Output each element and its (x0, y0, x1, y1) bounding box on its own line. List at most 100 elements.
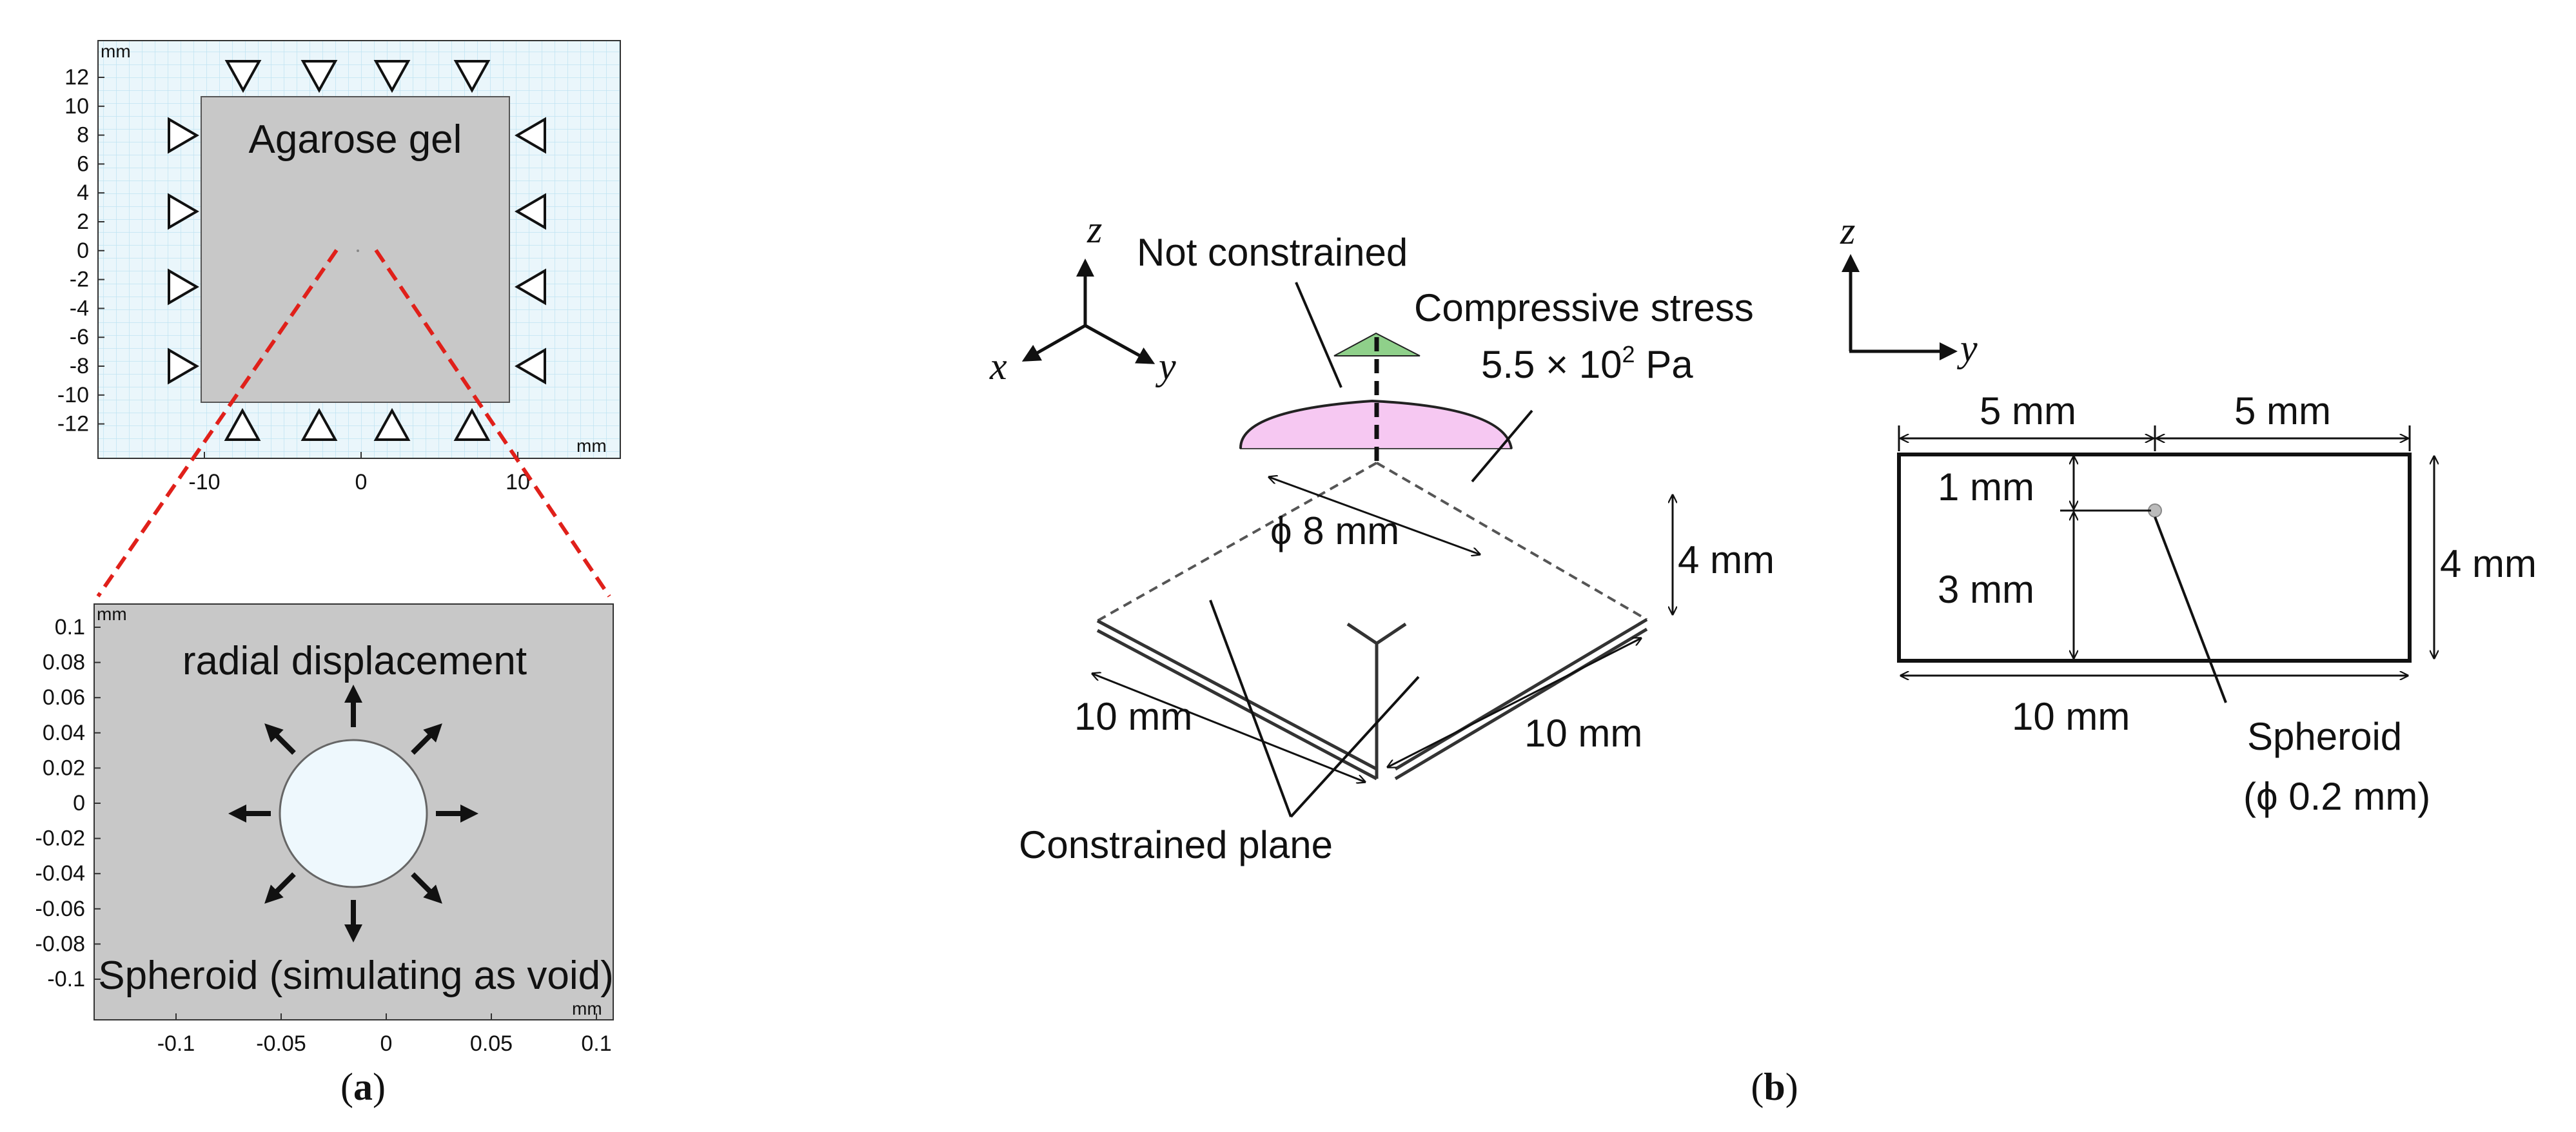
phi-8mm-label: ϕ 8 mm (1270, 509, 1399, 552)
load-area-edge (1239, 399, 1513, 449)
arrow-down-left (264, 872, 296, 904)
triangle-left-1 (168, 117, 199, 154)
triangle-bottom-4 (453, 407, 491, 441)
dimension-arrows-2d (1898, 425, 2434, 676)
triangle-bottom-2 (300, 407, 338, 441)
spheroid-void (279, 739, 428, 888)
dim-phi8 (1269, 477, 1480, 554)
axes-3d (1021, 259, 1155, 364)
y-tick-label: -0.02 (35, 826, 86, 851)
agarose-gel-block (201, 96, 510, 403)
axis-2d-z-label: z (1840, 210, 1855, 252)
spheroid-void-label: Spheroid (simulating as void) (98, 953, 614, 998)
plate-edge-top-right (1375, 462, 1648, 621)
bottom-unit-bottom: mm (572, 999, 602, 1019)
width-10mm-right-label: 10 mm (1524, 712, 1642, 755)
x-tick-label: -0.1 (157, 1031, 195, 1056)
triangle-top-2 (300, 60, 338, 93)
spheroid-point (357, 249, 359, 252)
triangle-right-3 (515, 268, 546, 306)
y-tick-label: -0.1 (47, 967, 85, 991)
y-tick-label: 6 (77, 151, 89, 176)
arrow-up-left (264, 723, 296, 755)
leader-constrained-2 (1290, 676, 1420, 818)
triangle-left-2 (168, 193, 199, 230)
x-tick-label: 0.05 (470, 1031, 513, 1056)
axis-3d-z-label: z (1086, 208, 1102, 251)
caption-a: (a) (340, 1066, 386, 1108)
y-tick-label: -8 (70, 354, 89, 378)
leader-constrained-1 (1209, 600, 1292, 817)
y-tick-label: 0 (77, 239, 89, 263)
zoom-line-right (374, 249, 611, 598)
y-tick-label: 12 (64, 65, 89, 90)
y-tick-label: 0.08 (43, 650, 85, 675)
triangle-top-4 (453, 60, 491, 93)
spheroid-label: Spheroid (2247, 715, 2402, 758)
x-tick-label: 0 (380, 1031, 393, 1056)
plate-inner-right (1375, 622, 1407, 645)
stress-value-label: 5.5 × 102 Pa (1481, 341, 1693, 386)
panel-b-section: z y 5 mm 5 mm 1 mm 3 mm 4 mm 10 mm Spher… (1840, 210, 2537, 818)
zoom-lines (96, 249, 611, 598)
y-tick-label: 2 (77, 210, 89, 234)
y-tick-label: -0.08 (35, 932, 86, 956)
y-tick-label: -10 (57, 383, 89, 407)
arrow-up-right (411, 723, 442, 755)
axis-3d-y-label: y (1155, 345, 1176, 387)
caption-b: (b) (1751, 1066, 1798, 1108)
leader-not-constrained (1295, 282, 1342, 388)
y-tick-label: -0.06 (35, 897, 86, 921)
fixed-constraint-triangles (168, 60, 546, 441)
y-tick-label: 0.1 (55, 615, 85, 639)
y-tick-label: -6 (70, 325, 89, 349)
section-5mm-left: 5 mm (1980, 389, 2076, 433)
radial-displacement-label: radial displacement (182, 639, 527, 683)
spheroid-size-label: (ϕ 0.2 mm) (2243, 775, 2430, 818)
y-tick-label: -12 (57, 412, 89, 436)
y-tick-label: 4 (77, 181, 89, 205)
agarose-gel-label: Agarose gel (249, 117, 462, 162)
y-tick-label: -2 (70, 268, 89, 292)
axis-2d-y-label: y (1956, 327, 1978, 369)
top-y-ticks: 12 10 8 6 4 2 0 -2 -4 -6 -8 -10 -12 (57, 65, 104, 436)
y-tick-label: 0.06 (43, 685, 85, 710)
bottom-y-ticks: 0.10.080.060.040.020-0.02-0.04-0.06-0.08… (35, 615, 101, 991)
y-tick-label: 0.04 (43, 721, 85, 745)
axis-3d-x-label: x (989, 345, 1007, 387)
section-1mm: 1 mm (1938, 465, 2034, 509)
y-tick-label: 8 (77, 123, 89, 148)
section-rectangle (1897, 453, 2412, 663)
dimension-arrows-3d (1092, 477, 1673, 782)
arrow-down-right (411, 872, 442, 904)
y-tick-label: -0.04 (35, 861, 86, 886)
triangle-bottom-3 (373, 407, 411, 441)
y-tick-label: -4 (70, 296, 89, 320)
x-tick-label: 0 (355, 470, 368, 494)
radial-arrows (228, 685, 478, 942)
x-tick-label: -10 (188, 470, 220, 494)
not-constrained-label: Not constrained (1137, 231, 1408, 274)
axis-3d-y (1084, 324, 1155, 364)
width-10mm-left-label: 10 mm (1074, 695, 1192, 738)
section-5mm-right: 5 mm (2234, 389, 2331, 433)
panel-a-bottom-plot: mm mm 0.10.080.060.040.020-0.02-0.04-0.0… (35, 603, 614, 1056)
dim-10mm-right (1388, 638, 1641, 767)
compressive-stress-label: Compressive stress (1414, 286, 1754, 329)
y-tick-label: 10 (64, 94, 89, 119)
bottom-unit-top: mm (97, 604, 127, 624)
y-tick-label: 0 (73, 791, 85, 815)
plate-edge-bottom-right-2 (1394, 627, 1648, 781)
triangle-top-3 (373, 60, 411, 93)
dim-10mm-left (1092, 674, 1365, 782)
top-unit-top: mm (101, 41, 131, 61)
leader-compressive (1471, 409, 1533, 483)
height-4mm-label: 4 mm (1678, 538, 1775, 581)
x-tick-label: 0.1 (581, 1031, 611, 1056)
axes-2d (1842, 254, 1958, 360)
constrained-plane-label: Constrained plane (1019, 823, 1333, 866)
triangle-right-4 (515, 347, 546, 385)
triangle-bottom-1 (224, 407, 261, 441)
